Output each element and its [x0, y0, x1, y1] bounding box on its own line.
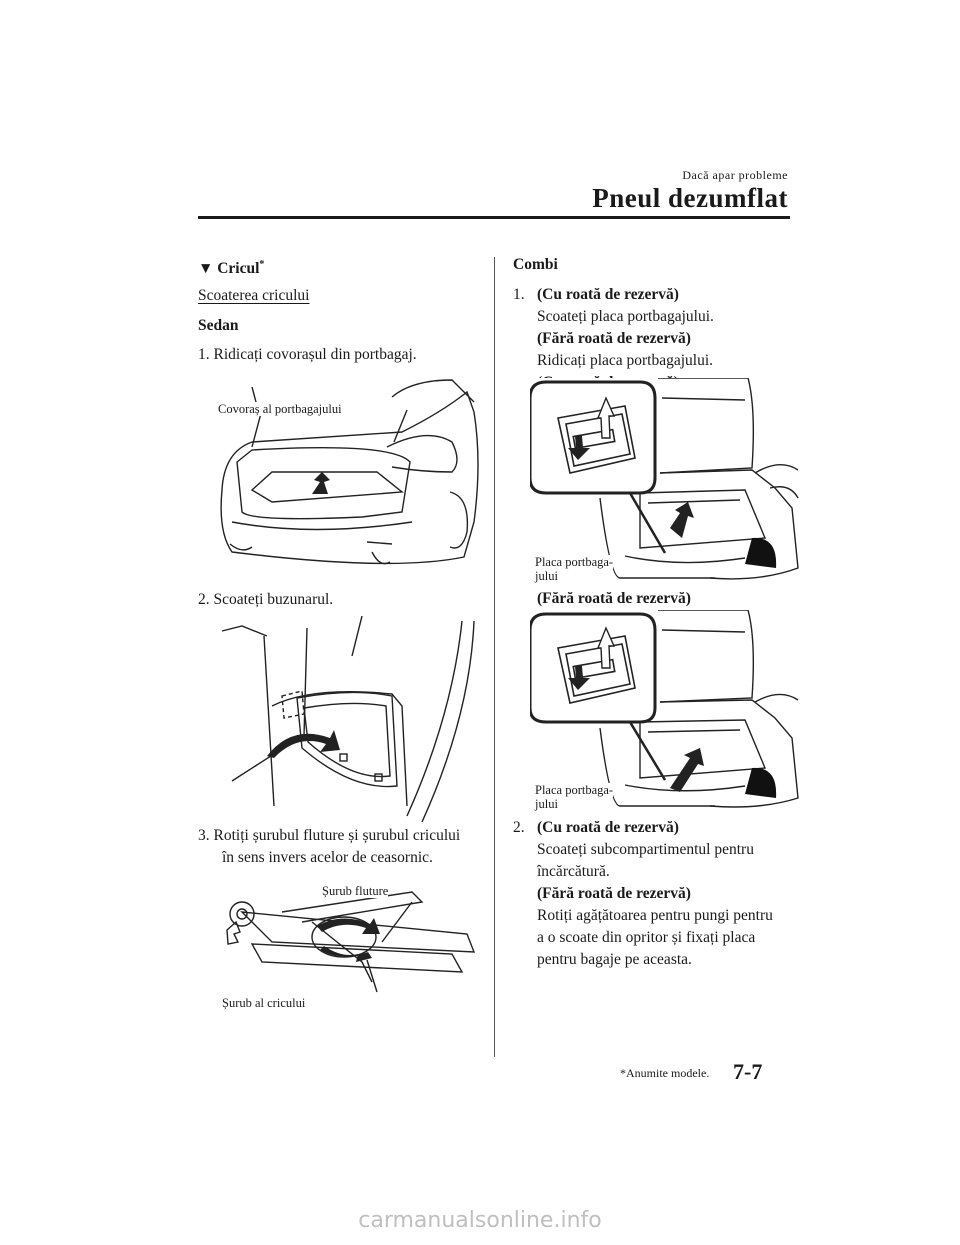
- step-2-without-spare: (Fără roată de rezervă): [537, 885, 691, 902]
- figure-remove-pocket: [212, 616, 488, 822]
- figure-a-label-line-2: jului: [535, 569, 558, 583]
- figure-3-label-wing-bolt: Șurub fluture: [322, 884, 389, 898]
- page-number: 7-7: [733, 1059, 763, 1084]
- section-heading: ▼ Cricul*: [198, 254, 264, 280]
- section-title: Dacă apar probleme: [682, 168, 788, 182]
- sedan-label: Sedan: [198, 317, 239, 334]
- step-2-with-spare-line-2: încărcătură.: [537, 863, 610, 880]
- step-1-without-spare-text: Ridicați placa portbagajului.: [537, 352, 714, 369]
- step-1-without-spare: (Fără roată de rezervă): [537, 330, 691, 347]
- figure-jack: [212, 882, 488, 994]
- figure-3-label-jack-bolt: Șurub al cricului: [222, 996, 306, 1010]
- figure-b-label-line-1: Placa portbaga-: [535, 783, 614, 797]
- heading-text: Cricul: [217, 260, 260, 278]
- figure-combi-without-spare: [530, 610, 800, 810]
- step-2-number: 2.: [513, 819, 525, 836]
- step-1-with-spare: (Cu roată de rezervă): [537, 286, 679, 303]
- triangle-marker-icon: ▼: [198, 260, 214, 278]
- header-rule: [198, 216, 790, 219]
- column-divider: [494, 257, 495, 1057]
- subheading: Scoaterea cricului: [198, 287, 310, 304]
- figure-a-label-line-1: Placa portbaga-: [535, 555, 614, 569]
- step-2-with-spare-line-1: Scoateți subcompartimentul pentru: [537, 841, 754, 858]
- footnote: *Anumite modele.: [620, 1066, 710, 1080]
- step-2-text: 2. Scoateți buzunarul.: [198, 591, 334, 608]
- watermark: carmanualsonline.info: [358, 1208, 602, 1233]
- figure-combi-with-spare: [530, 378, 800, 582]
- step-2-with-spare: (Cu roată de rezervă): [537, 819, 679, 836]
- figure-b-label-line-2: jului: [535, 797, 558, 811]
- page-title: Pneul dezumflat: [592, 183, 788, 213]
- figure-1-label-trunk-mat: Covoraș al portbagajului: [218, 402, 342, 416]
- heading-asterisk: *: [259, 259, 265, 270]
- step-2-without-spare-line-3: pentru bagaje pe aceasta.: [537, 951, 692, 968]
- step-1-number: 1.: [513, 286, 525, 303]
- step-2-without-spare-line-1: Rotiți agățătoarea pentru pungi pentru: [537, 907, 773, 924]
- step-2-without-spare-line-2: a o scoate din opritor și fixați placa: [537, 929, 756, 946]
- step-1-with-spare-text: Scoateți placa portbagajului.: [537, 308, 714, 325]
- step-1-text: 1. Ridicați covorașul din portbagaj.: [198, 346, 417, 363]
- step-3-text-line-2: în sens invers acelor de ceasornic.: [222, 849, 433, 866]
- step-3-text-line-1: 3. Rotiți șurubul fluture și șurubul cri…: [198, 827, 461, 844]
- combi-label: Combi: [513, 256, 558, 273]
- figure-b-caption: (Fără roată de rezervă): [537, 590, 691, 607]
